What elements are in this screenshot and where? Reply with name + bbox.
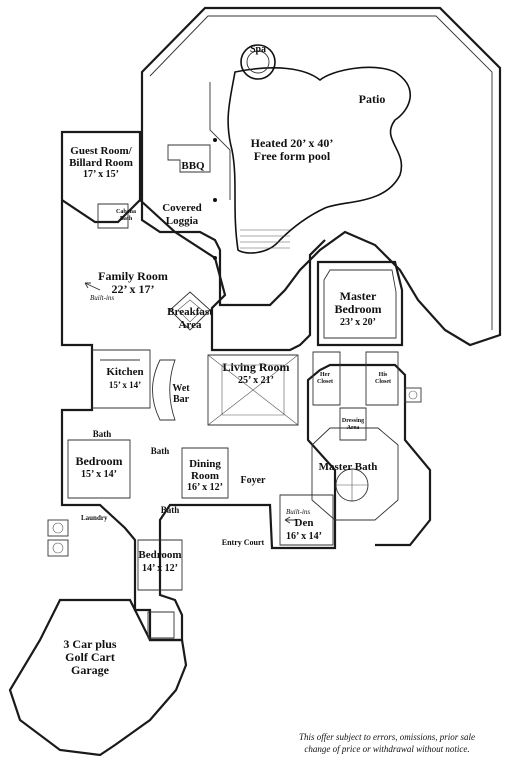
closet-walls (312, 351, 399, 441)
cabana-name1: Cabana (115, 209, 137, 215)
garage-name1: 3 Car plus (63, 637, 117, 651)
loggia-name2: Loggia (165, 215, 199, 227)
label-pool: Heated 20’ x 40’ Free form pool (251, 137, 334, 163)
master-bath-walls (311, 427, 399, 521)
bedroom2-name: Bedroom (138, 549, 182, 561)
living-room-dim: 25’ x 21’ (238, 375, 274, 386)
his-closet-name1: His (378, 372, 388, 378)
label-guest-room: Guest Room/ Billard Room 17’ x 15’ (69, 145, 133, 181)
living-room-name: Living Room (222, 360, 290, 374)
bedroom1-walls (67, 439, 131, 499)
label-master-bath: Master Bath (318, 461, 378, 473)
living-room-ceiling (207, 354, 299, 426)
breakfast-name2: Area (178, 319, 202, 331)
label-bath-1: Bath (92, 429, 112, 439)
label-bath-2: Bath (150, 446, 170, 456)
her-closet-name1: Her (320, 372, 330, 378)
house-walls (60, 199, 432, 642)
wet-bar-counter (152, 359, 176, 421)
her-closet-name2: Closet (317, 379, 333, 385)
loggia-name1: Covered (162, 202, 202, 214)
label-master-bedroom: Master Bedroom 23’ x 20’ (334, 290, 381, 329)
label-kitchen: Kitchen 15’ x 14’ (106, 366, 143, 392)
dressing-name1: Dressing (341, 418, 365, 424)
guest-room-name2: Billard Room (69, 157, 133, 169)
pool-name: Heated 20’ x 40’ (250, 136, 334, 150)
label-bbq: BBQ (181, 160, 205, 172)
patio-enclosure (140, 6, 502, 347)
label-builtins-2: Built-ins (286, 508, 311, 516)
family-room-dim: 22’ x 17’ (111, 282, 155, 296)
label-laundry: Laundry (81, 514, 108, 522)
label-bedroom-2: Bedroom 14’ x 12’ (138, 549, 181, 575)
master-bedroom-name2: Bedroom (334, 302, 382, 316)
bedroom2-walls (137, 539, 183, 591)
builtins-arrows (84, 282, 297, 524)
label-living-room: Living Room 25’ x 21’ (222, 361, 289, 387)
his-closet-name2: Closet (375, 379, 391, 385)
master-bedroom-dim: 23’ x 20’ (340, 317, 376, 328)
kitchen-walls (92, 349, 151, 409)
dining-dim: 16’ x 12’ (187, 482, 223, 493)
ac-units (47, 387, 422, 557)
dressing-name2: Area (346, 425, 360, 431)
label-garage: 3 Car plus Golf Cart Garage (63, 638, 116, 677)
bedroom2-dim: 14’ x 12’ (142, 563, 178, 574)
breakfast-name1: Breakfast (167, 306, 213, 318)
den-walls (279, 494, 334, 546)
label-her-closet: Her Closet (317, 372, 333, 386)
pool-desc: Free form pool (253, 149, 331, 163)
bedroom1-name: Bedroom (75, 454, 123, 468)
pool-outline (227, 66, 412, 254)
label-dining-room: Dining Room 16’ x 12’ (187, 458, 223, 494)
dining-name1: Dining (189, 458, 221, 470)
garage-walls (8, 598, 188, 757)
bedroom1-dim: 15’ x 14’ (81, 469, 117, 480)
label-wet-bar: Wet Bar (172, 383, 189, 405)
label-foyer: Foyer (240, 475, 266, 486)
wet-bar-name1: Wet (172, 383, 190, 394)
label-family-room: Family Room 22’ x 17’ (98, 270, 168, 296)
wet-bar-name2: Bar (172, 394, 190, 405)
loggia-columns (213, 138, 217, 260)
spa-shape (240, 44, 276, 80)
garage-name2: Golf Cart (65, 650, 115, 664)
disclaimer-line2: change of price or withdrawal without no… (304, 744, 470, 754)
label-bath-3: Bath (160, 505, 180, 515)
label-cabana-bath: Cabana Bath (116, 209, 136, 223)
breakfast-ceiling (169, 291, 211, 331)
label-builtins-1: Built-ins (90, 294, 115, 302)
family-room-name: Family Room (98, 269, 168, 283)
label-patio: Patio (358, 92, 386, 106)
label-breakfast: Breakfast Area (167, 306, 213, 332)
pool-steps (240, 229, 290, 249)
label-loggia: Covered Loggia (162, 202, 202, 228)
bbq-counter (167, 144, 211, 173)
den-name: Den (294, 517, 314, 529)
label-dressing-area: Dressing Area (342, 418, 364, 432)
label-spa: Spa (249, 44, 267, 55)
kitchen-dim: 15’ x 14’ (108, 380, 142, 390)
label-his-closet: His Closet (375, 372, 391, 386)
dining-name2: Room (190, 470, 220, 482)
label-den: Den 16’ x 14’ (286, 517, 322, 543)
garage-name3: Garage (70, 663, 109, 677)
master-bedroom-name1: Master (339, 289, 377, 303)
guest-room-name1: Guest Room/ (70, 145, 132, 157)
label-bedroom-1: Bedroom 15’ x 14’ (75, 455, 122, 481)
disclaimer-line1: This offer subject to errors, omissions,… (299, 732, 475, 742)
den-dim: 16’ x 14’ (286, 531, 322, 542)
dining-room-walls (181, 447, 229, 499)
kitchen-name: Kitchen (106, 366, 144, 378)
label-entry-court: Entry Court (221, 538, 265, 547)
cabana-name2: Bath (119, 216, 133, 222)
disclaimer-note: This offer subject to errors, omissions,… (267, 731, 507, 755)
guest-room-dim: 17’ x 15’ (83, 169, 119, 180)
